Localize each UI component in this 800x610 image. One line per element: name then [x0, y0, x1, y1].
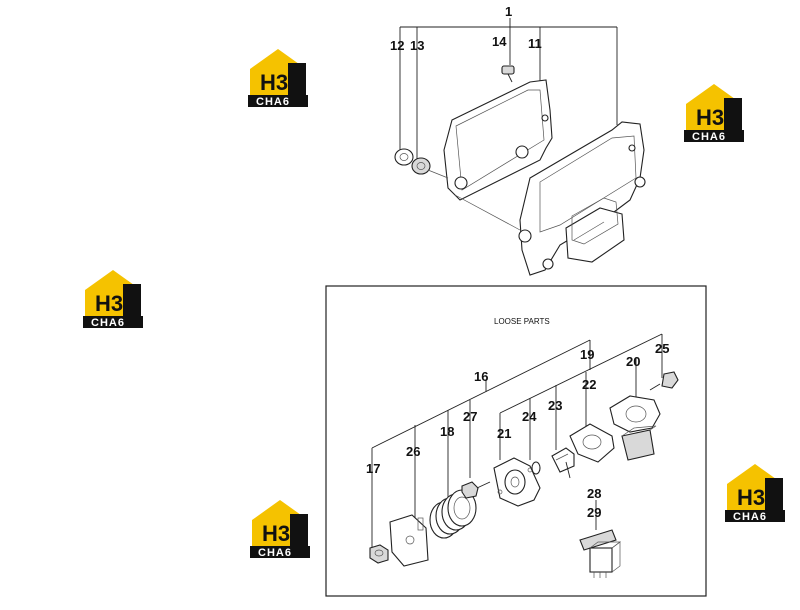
callout-28: 28 — [587, 486, 601, 501]
watermark-h3: H3 — [696, 105, 724, 130]
callout-29: 29 — [587, 505, 601, 520]
watermark-logo-1: H3 CHA6 — [248, 49, 308, 108]
callout-21: 21 — [497, 426, 511, 441]
callout-24: 24 — [522, 409, 537, 424]
watermark-cha: CHA6 — [258, 547, 292, 559]
callout-11: 11 — [528, 36, 542, 51]
loose-parts-frame — [325, 285, 707, 597]
callout-25: 25 — [655, 341, 669, 356]
watermark-cha: CHA6 — [692, 131, 726, 143]
watermark-cha: CHA6 — [256, 96, 290, 108]
watermark-logo-5: H3 CHA6 — [250, 500, 310, 559]
callout-12: 12 — [390, 38, 404, 53]
loose-parts-caption: LOOSE PARTS — [494, 317, 550, 326]
watermark-h3: H3 — [737, 485, 765, 510]
callout-17: 17 — [366, 461, 380, 476]
watermark-logo-4: H3 CHA6 — [725, 464, 785, 523]
callout-20: 20 — [626, 354, 640, 369]
callout-19: 19 — [580, 347, 594, 362]
loose-parts — [369, 333, 679, 578]
watermark-cha: CHA6 — [91, 317, 125, 329]
watermark-h3: H3 — [95, 291, 123, 316]
callout-23: 23 — [548, 398, 562, 413]
callout-1: 1 — [505, 4, 512, 19]
watermark-logo-3: H3 CHA6 — [83, 270, 143, 329]
callout-13: 13 — [410, 38, 424, 53]
callout-22: 22 — [582, 377, 596, 392]
callout-14: 14 — [492, 34, 507, 49]
callout-26: 26 — [406, 444, 420, 459]
callout-27: 27 — [463, 409, 477, 424]
watermark-h3: H3 — [260, 70, 288, 95]
callout-16: 16 — [474, 369, 488, 384]
upper-assembly — [394, 18, 646, 276]
callouts: 1 12 13 14 11 19 25 20 16 22 23 24 27 18… — [366, 4, 669, 520]
callout-18: 18 — [440, 424, 454, 439]
watermark-logo-2: H3 CHA6 — [684, 84, 744, 143]
watermark-h3: H3 — [262, 521, 290, 546]
watermark-cha: CHA6 — [733, 511, 767, 523]
